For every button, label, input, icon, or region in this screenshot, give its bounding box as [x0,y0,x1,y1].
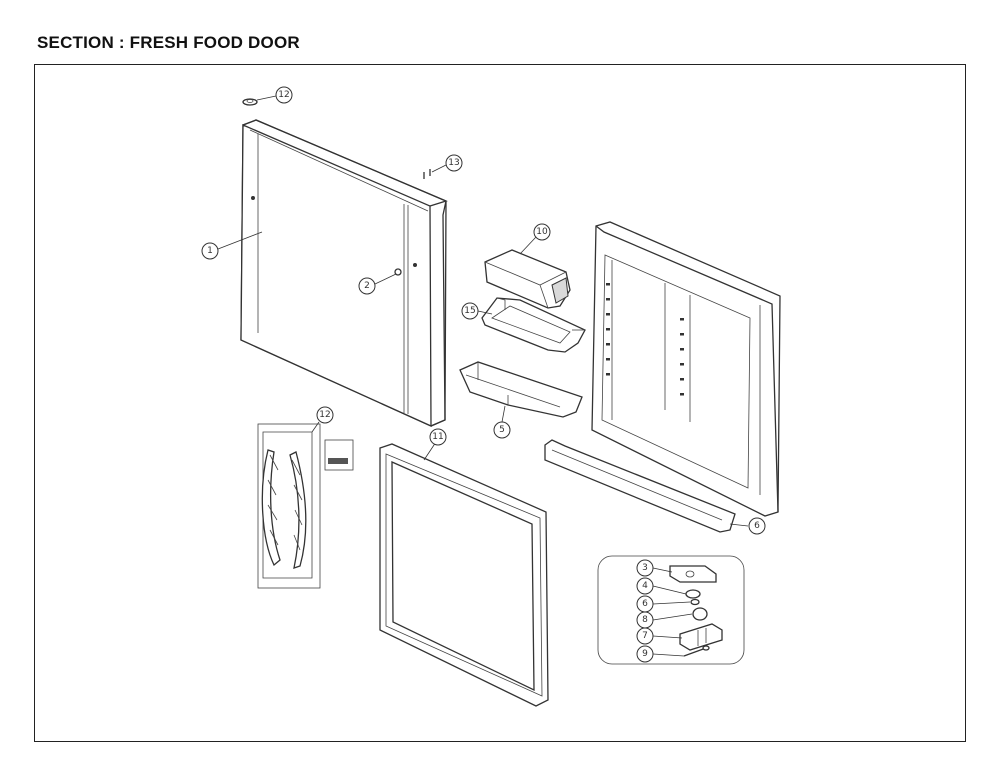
svg-text:4: 4 [642,581,648,591]
callout-10: 10 [533,223,551,241]
callout-12-top: 12 [275,86,293,104]
callout-5: 5 [493,421,511,439]
door-bin-part [459,361,583,418]
callout-8: 8 [636,611,654,629]
svg-text:9: 9 [642,649,648,659]
bottom-door-guard-part [544,439,736,533]
leader-lines [217,95,749,657]
dairy-cover-part [484,249,571,309]
callout-2: 2 [358,277,376,295]
dairy-shelf-part [481,297,586,353]
svg-text:13: 13 [448,158,459,168]
svg-text:6: 6 [754,521,760,531]
svg-text:2: 2 [364,281,370,291]
callout-1: 1 [201,242,219,260]
callout-9: 9 [636,645,654,663]
section-title: SECTION : FRESH FOOD DOOR [37,33,300,52]
svg-text:15: 15 [464,306,475,316]
callout-6-guard: 6 [748,517,766,535]
top-screw-part [242,98,258,106]
callout-7: 7 [636,627,654,645]
svg-text:12: 12 [278,90,289,100]
callout-4: 4 [636,577,654,595]
svg-text:11: 11 [432,432,443,442]
svg-text:12: 12 [319,410,330,420]
svg-text:8: 8 [642,615,648,625]
side-screw-part [423,169,431,179]
hinge-parts-inset [597,555,745,665]
callout-12-label: 12 [316,406,334,424]
door-gasket-part [379,443,549,707]
callout-3: 3 [636,559,654,577]
callout-6-hinge: 6 [636,595,654,613]
svg-text:5: 5 [499,425,505,435]
callout-11: 11 [429,428,447,446]
svg-text:7: 7 [642,631,648,641]
svg-text:1: 1 [207,246,213,256]
callout-13: 13 [445,154,463,172]
svg-text:10: 10 [536,227,548,237]
door-label-inset [257,423,354,589]
door-foam-assembly [240,119,448,428]
door-inner-liner [591,221,781,517]
diagram-frame [34,64,966,742]
callout-15: 15 [461,302,479,320]
svg-text:6: 6 [642,599,648,609]
svg-text:3: 3 [642,563,648,573]
